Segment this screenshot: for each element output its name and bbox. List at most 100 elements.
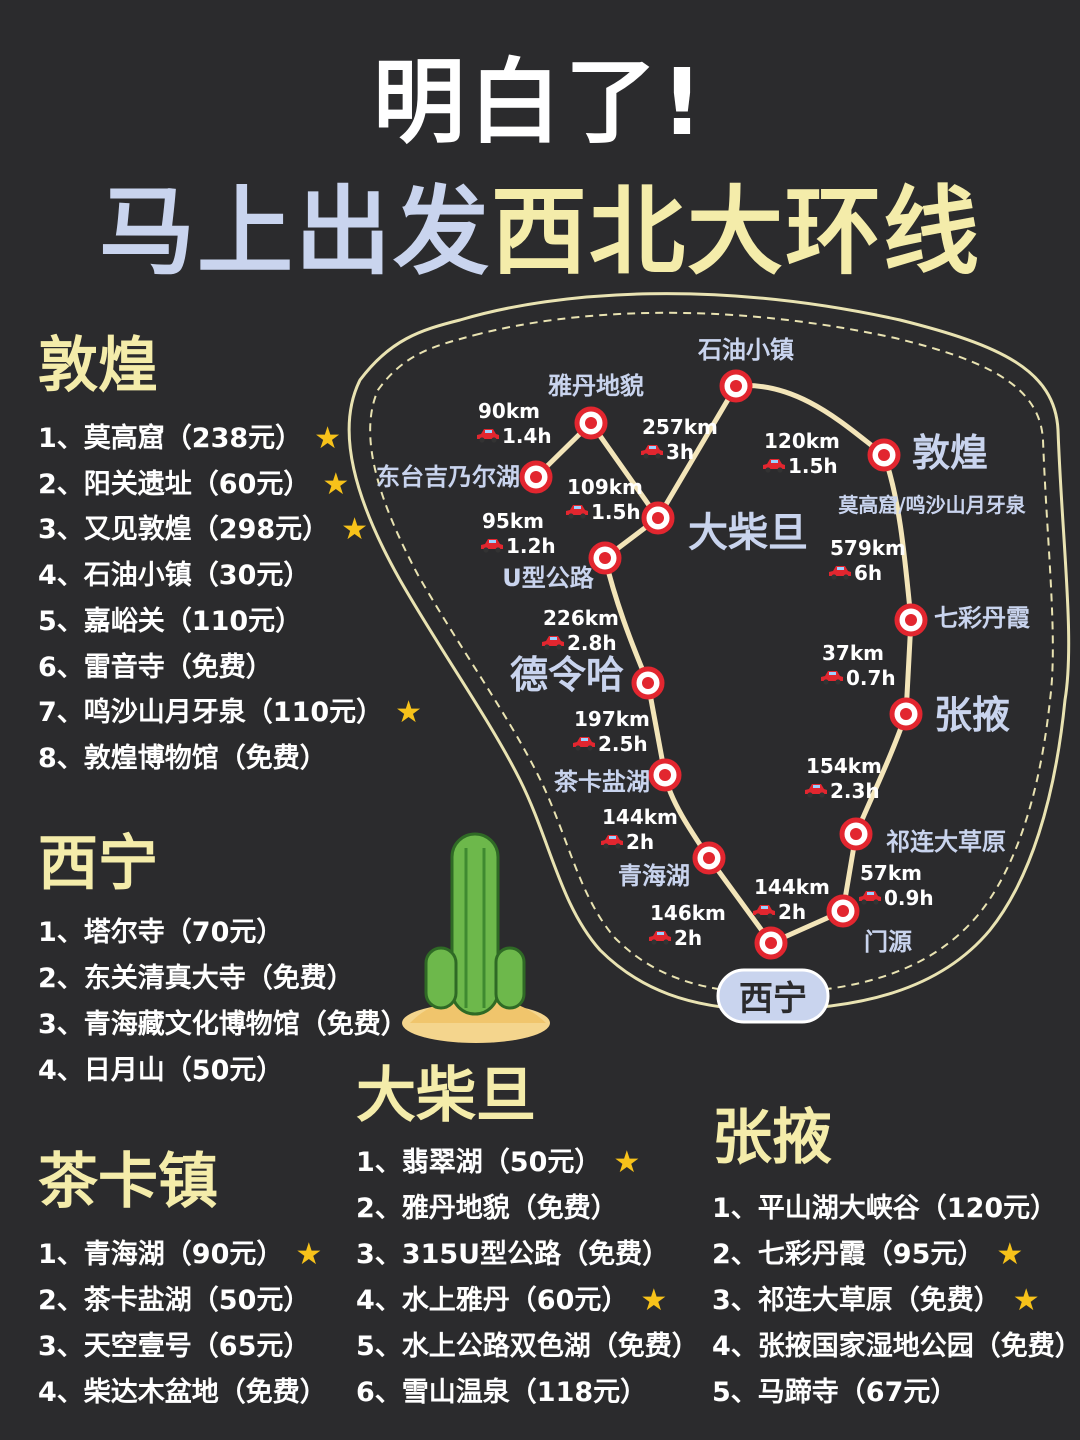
list-item-text: 3、又见敦煌（298元） <box>38 514 330 546</box>
place-uroad: U型公路 <box>502 564 594 592</box>
pin-shiyou <box>722 372 750 400</box>
list-item-text: 1、平山湖大峡谷（120元） <box>712 1193 1058 1224</box>
pin-qilian <box>842 820 870 848</box>
list-item-text: 2、七彩丹霞（95元） <box>712 1239 985 1270</box>
leg-duration: 1.5h <box>788 454 838 478</box>
car-icon <box>649 931 671 945</box>
leg-distance: 579km <box>830 536 906 560</box>
leg-distance: 95km <box>482 509 544 533</box>
page-title-line2: 马上出发西北大环线 <box>0 179 1080 286</box>
list-item: 5、嘉峪关（110元） <box>38 599 422 645</box>
list-item-text: 5、嘉峪关（110元） <box>38 605 303 637</box>
place-dongtai: 东台吉乃尔湖 <box>376 463 520 491</box>
list-item-text: 3、青海藏文化博物馆（免费） <box>38 1009 408 1040</box>
cactus-illustration <box>402 832 550 1043</box>
pin-dunhuang <box>870 441 898 469</box>
list-dachaidan: 1、翡翠湖（50元）★2、雅丹地貌（免费）3、315U型公路（免费）4、水上雅丹… <box>356 1140 699 1416</box>
list-item-text: 3、祁连大草原（免费） <box>712 1285 1001 1316</box>
list-item-text: 1、莫高窟（238元） <box>38 423 303 454</box>
list-item-text: 1、翡翠湖（50元） <box>356 1147 602 1178</box>
leg-distance: 109km <box>567 475 643 499</box>
list-item: 4、张掖国家湿地公园（免费） <box>712 1324 1080 1370</box>
place-yadan: 雅丹地貌 <box>548 372 644 400</box>
place-dachaidan: 大柴旦 <box>688 510 808 556</box>
list-item-text: 5、水上公路双色湖（免费） <box>356 1331 699 1362</box>
list-item: 3、315U型公路（免费） <box>356 1232 699 1278</box>
pin-delingha <box>634 669 662 697</box>
place-chaka: 茶卡盐湖 <box>554 768 650 796</box>
section-title-zhangye: 张掖 <box>712 1103 832 1173</box>
car-icon <box>829 566 851 580</box>
list-dunhuang: 1、莫高窟（238元）★2、阳关遗址（60元）★3、又见敦煌（298元）★4、石… <box>38 416 422 782</box>
list-xining: 1、塔尔寺（70元）2、东关清真大寺（免费）3、青海藏文化博物馆（免费）4、日月… <box>38 910 408 1094</box>
region-outline-dashed <box>369 311 1054 995</box>
leg-distance: 197km <box>574 707 650 731</box>
star-icon: ★ <box>295 1237 323 1272</box>
list-item: 1、莫高窟（238元） ★ <box>38 416 422 462</box>
star-icon: ★ <box>996 1237 1024 1272</box>
leg-distance: 144km <box>602 805 678 829</box>
section-title-chaka: 茶卡镇 <box>38 1147 218 1217</box>
place-qicai: 七彩丹霞 <box>934 604 1031 632</box>
list-item-text: 2、雅丹地貌（免费） <box>356 1193 618 1224</box>
leg-distance: 154km <box>806 754 882 778</box>
leg-distance: 146km <box>650 901 726 925</box>
leg-duration: 1.5h <box>591 500 641 524</box>
car-icon <box>542 636 564 650</box>
list-item-text: 6、雷音寺（免费） <box>38 651 273 683</box>
car-icon <box>481 539 503 553</box>
list-item-text: 4、水上雅丹（60元） <box>356 1285 629 1316</box>
star-icon: ★ <box>314 420 342 456</box>
car-icon <box>753 905 775 919</box>
list-item-text: 4、石油小镇（30元） <box>38 560 311 592</box>
star-icon: ★ <box>322 466 350 502</box>
leg-duration: 2h <box>674 926 702 950</box>
pin-qicai <box>897 606 925 634</box>
list-item-text: 2、东关清真大寺（免费） <box>38 963 354 994</box>
leg-duration: 3h <box>666 440 694 464</box>
car-icon <box>805 784 827 798</box>
list-item: 1、青海湖（90元） ★ <box>38 1232 327 1278</box>
list-item: 8、敦煌博物馆（免费） <box>38 736 422 782</box>
list-item-text: 4、柴达木盆地（免费） <box>38 1377 327 1408</box>
car-icon <box>821 671 843 685</box>
leg-distance: 120km <box>764 429 840 453</box>
leg-duration: 0.7h <box>846 666 896 690</box>
leg-duration: 6h <box>854 561 882 585</box>
star-icon: ★ <box>613 1145 641 1180</box>
list-item: 4、水上雅丹（60元）★ <box>356 1278 699 1324</box>
place-delingha: 德令哈 <box>510 653 624 697</box>
list-item: 6、雪山温泉（118元） <box>356 1370 699 1416</box>
xining-badge-label: 西宁 <box>739 979 807 1019</box>
list-item: 6、雷音寺（免费） <box>38 645 422 691</box>
list-chaka: 1、青海湖（90元）★2、茶卡盐湖（50元）3、天空壹号（65元）4、柴达木盆地… <box>38 1232 327 1416</box>
list-item-text: 2、阳关遗址（60元） <box>38 468 311 500</box>
list-zhangye: 1、平山湖大峡谷（120元） 2、七彩丹霞（95元） ★ 3、祁连大草原（免费） ★ 4、… <box>712 1186 1080 1416</box>
place-zhangye: 张掖 <box>934 693 1010 737</box>
pin-xining <box>757 929 785 957</box>
pin-chaka <box>651 761 679 789</box>
pin-menyuan <box>829 897 857 925</box>
place-dunhuang: 敦煌 <box>912 431 988 475</box>
section-title-dachaidan: 大柴旦 <box>356 1061 536 1131</box>
list-item: 4、日月山（50元） <box>38 1048 408 1094</box>
list-item: 4、石油小镇（30元） <box>38 553 422 599</box>
pin-yadan <box>577 409 605 437</box>
leg-duration: 2h <box>626 830 654 854</box>
leg-distance: 57km <box>860 861 922 885</box>
car-icon <box>573 737 595 751</box>
star-icon: ★ <box>341 512 369 548</box>
leg-duration: 2h <box>778 900 806 924</box>
xining-badge <box>716 968 830 1024</box>
list-item-text: 7、鸣沙山月牙泉（110元） <box>38 697 384 729</box>
list-item: 2、雅丹地貌（免费） <box>356 1186 699 1232</box>
list-item: 3、祁连大草原（免费） ★ <box>712 1278 1080 1324</box>
region-outline <box>347 292 1071 1012</box>
star-icon: ★ <box>1012 1283 1040 1318</box>
place-dunhuang-sub: 莫高窟/鸣沙山月牙泉 <box>837 493 1026 517</box>
list-item-text: 1、青海湖（90元） <box>38 1239 284 1270</box>
section-title-dunhuang: 敦煌 <box>38 331 158 401</box>
list-item: 5、马蹄寺（67元） <box>712 1370 1080 1416</box>
place-qinghaihu: 青海湖 <box>618 862 690 890</box>
